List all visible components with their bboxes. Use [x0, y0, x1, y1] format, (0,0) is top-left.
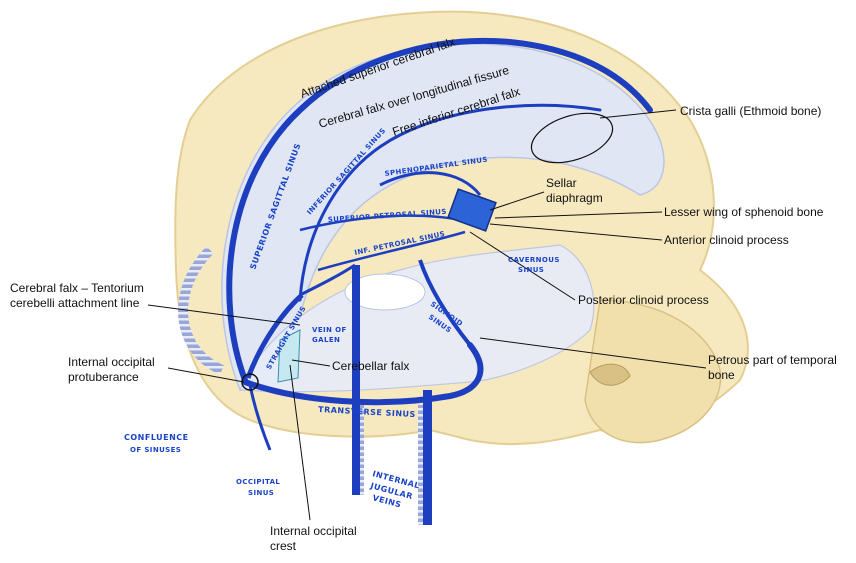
label-cerebellar-falx: Cerebellar falx — [332, 359, 409, 373]
label-lesser-wing: Lesser wing of sphenoid bone — [664, 205, 824, 219]
superior-petrosal-sinus — [299, 214, 461, 232]
leader-occ-prot — [167, 367, 245, 383]
label-petrous-1: Petrous part of temporal — [708, 353, 837, 367]
label-posterior-clinoid: Posterior clinoid process — [578, 293, 709, 307]
jugular-vein-solid-left — [352, 265, 360, 495]
occipital-sinus — [248, 384, 272, 451]
label-cavernous-2: SINUS — [518, 266, 544, 274]
label-occipital-1: OCCIPITAL — [236, 478, 280, 486]
superior-sagittal-sinus — [226, 37, 653, 383]
sigmoid-sinus — [418, 259, 472, 347]
leader-cerebellar-falx — [291, 359, 331, 367]
label-falx-tentorium-1: Cerebral falx – Tentorium — [10, 281, 144, 295]
crista-galli-outline — [530, 112, 614, 164]
skull-jaw — [584, 299, 722, 444]
label-occ-crest-2: crest — [270, 539, 297, 553]
label-crista-galli: Crista galli (Ethmoid bone) — [680, 104, 821, 118]
cerebral-falx — [221, 42, 665, 391]
label-cavernous-1: CAVERNOUS — [508, 256, 560, 264]
label-occ-crest-1: Internal occipital — [270, 524, 357, 538]
label-confluence-2: OF SINUSES — [130, 446, 181, 454]
leader-petrous — [479, 337, 707, 369]
cerebellar-falx-shape — [277, 329, 301, 383]
emissary-vein-arc — [178, 246, 225, 375]
leader-anterior-clinoid — [489, 223, 663, 241]
leader-falx-tentorium — [147, 304, 301, 326]
orbit — [589, 363, 631, 386]
inferior-petrosal-sinus — [317, 230, 466, 272]
inferior-sagittal-sinus — [298, 103, 602, 302]
label-sellar-1: Sellar — [546, 176, 577, 190]
label-vein-galen-1: VEIN OF — [312, 326, 347, 334]
label-falx-tentorium-2: cerebelli attachment line — [10, 296, 140, 310]
leader-crista-galli — [599, 109, 677, 119]
leader-occ-crest — [289, 364, 311, 521]
vein-of-galen — [299, 263, 356, 297]
label-occ-prot-1: Internal occipital — [68, 355, 155, 369]
jugular-vein-solid-right — [423, 390, 432, 525]
label-occ-prot-2: protuberance — [68, 370, 139, 384]
leader-posterior-clinoid — [469, 231, 576, 301]
label-vein-galen-2: GALEN — [312, 336, 340, 344]
label-sellar-2: diaphragm — [546, 191, 603, 205]
leader-sellar — [489, 191, 545, 211]
tentorial-notch — [344, 273, 426, 311]
sphenoparietal-sinus — [379, 171, 482, 196]
label-petrous-2: bone — [708, 368, 735, 382]
label-anterior-clinoid: Anterior clinoid process — [664, 233, 789, 247]
straight-sinus — [245, 293, 304, 379]
cavernous-sinus-block — [447, 188, 497, 232]
label-occipital-2: SINUS — [248, 489, 274, 497]
leader-lesser-wing — [494, 211, 663, 219]
label-confluence-1: CONFLUENCE — [124, 433, 189, 442]
